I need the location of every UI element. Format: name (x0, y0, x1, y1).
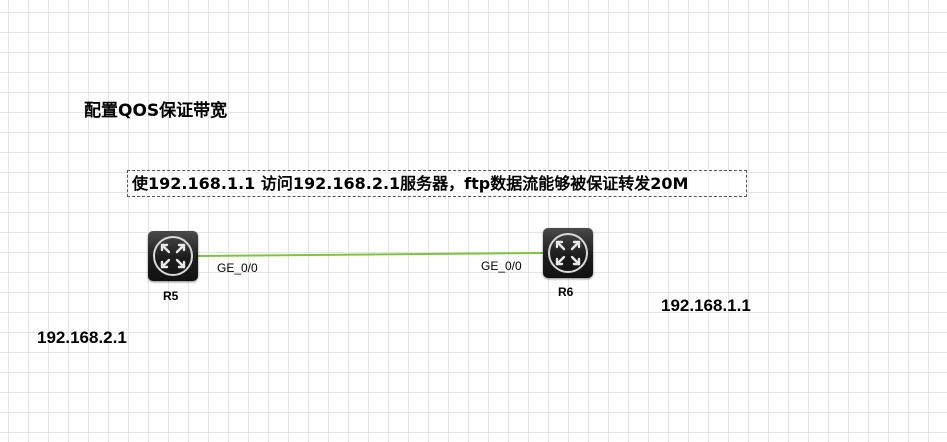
router-r5-label: R5 (163, 289, 179, 303)
router-r6-ip: 192.168.1.1 (661, 296, 751, 315)
router-r5-ip: 192.168.2.1 (37, 328, 127, 347)
router-r5[interactable] (148, 231, 198, 281)
router-r5-port-label: GE_0/0 (217, 261, 258, 275)
requirement-note-text: 使192.168.1.1 访问192.168.2.1服务器，ftp数据流能够被保… (132, 174, 689, 193)
router-r6-label: R6 (558, 285, 574, 299)
router-r6-port-label: GE_0/0 (481, 259, 522, 273)
router-icon (153, 236, 193, 276)
diagram-title: 配置QOS保证带宽 (84, 101, 228, 121)
router-icon (548, 233, 588, 273)
router-r6[interactable] (543, 228, 593, 278)
link-r5-r6[interactable] (197, 252, 544, 257)
requirement-note-box[interactable]: 使192.168.1.1 访问192.168.2.1服务器，ftp数据流能够被保… (127, 170, 747, 197)
